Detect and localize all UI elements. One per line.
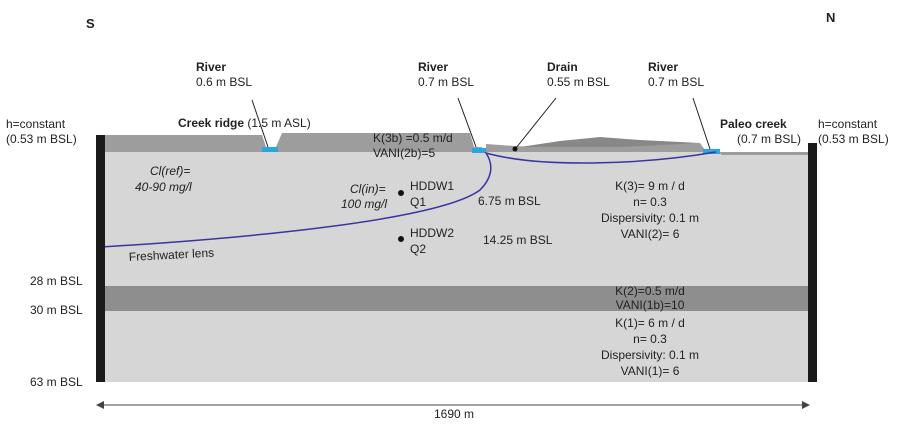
- upper-dispersivity: Dispersivity: 0.1 m: [601, 211, 699, 225]
- top-layer-vani: VANI(2b)=5: [373, 146, 435, 160]
- river-3-title: River: [648, 60, 678, 74]
- well-hddw1-marker: [398, 190, 404, 196]
- top-clay-layer-left: [101, 133, 482, 152]
- middle-k: K(2)=0.5 m/d: [615, 284, 685, 298]
- upper-vani: VANI(2)= 6: [621, 227, 680, 241]
- freshwater-lens-line: [100, 151, 717, 248]
- lower-aquifer: [101, 311, 809, 382]
- drain-pointer: [515, 97, 557, 149]
- lower-vani: VANI(1)= 6: [621, 364, 680, 378]
- length-arrow-left-head: [96, 401, 104, 409]
- well-hddw2-name: HDDW2: [410, 226, 454, 240]
- drain-marker: [512, 146, 518, 152]
- left-boundary-bar: [96, 135, 105, 382]
- creek-ridge-height: (1.5 m ASL): [244, 116, 311, 130]
- lower-n: n= 0.3: [633, 332, 667, 346]
- lower-k: K(1)= 6 m / d: [615, 316, 685, 330]
- creek-ridge-name: Creek ridge: [178, 116, 244, 130]
- length-arrow-right-head: [802, 401, 810, 409]
- upper-aquifer: [101, 152, 809, 286]
- drain-title: Drain: [547, 60, 578, 74]
- river-1-level: 0.6 m BSL: [196, 75, 252, 89]
- south-label: S: [86, 16, 95, 31]
- well-hddw2-marker: [398, 236, 404, 242]
- cl-in-label: Cl(in)=: [350, 182, 386, 196]
- left-boundary-level: (0.53 m BSL): [6, 132, 77, 146]
- aquitard-layer: [101, 286, 809, 311]
- creek-ridge-label: Creek ridge (1.5 m ASL): [178, 116, 311, 130]
- freshwater-lens-label: Freshwater lens: [128, 246, 214, 264]
- north-label: N: [826, 10, 835, 25]
- river-3-pointer: [692, 97, 711, 150]
- river-1-water: [262, 147, 278, 152]
- left-boundary-label: h=constant: [6, 117, 66, 131]
- top-layer-k: K(3b) =0.5 m/d: [373, 131, 453, 145]
- top-clay-layer-right: [486, 143, 809, 155]
- well-hddw2-q: Q2: [410, 242, 426, 256]
- middle-vani: VANI(1b)=10: [616, 298, 685, 312]
- dune-relief: [520, 137, 700, 147]
- lower-dispersivity: Dispersivity: 0.1 m: [601, 348, 699, 362]
- paleo-creek-level: (0.7 m BSL): [737, 132, 801, 146]
- cl-ref-label: Cl(ref)=: [150, 164, 190, 178]
- river-2-title: River: [418, 60, 448, 74]
- depth-28-label: 28 m BSL: [30, 274, 83, 288]
- drain-level: 0.55 m BSL: [547, 75, 610, 89]
- depth-30-label: 30 m BSL: [30, 303, 83, 317]
- river-1-pointer: [251, 99, 269, 148]
- river-3-water: [703, 149, 720, 154]
- cl-in-value: 100 mg/l: [341, 197, 387, 211]
- well-hddw2-depth: 14.25 m BSL: [483, 233, 553, 247]
- right-boundary-bar: [808, 143, 817, 382]
- right-boundary-label: h=constant: [818, 117, 878, 131]
- river-2-water: [472, 148, 486, 153]
- right-boundary-level: (0.53 m BSL): [818, 132, 889, 146]
- upper-k: K(3)= 9 m / d: [615, 179, 685, 193]
- river-1-title: River: [196, 60, 226, 74]
- length-label: 1690 m: [434, 407, 474, 421]
- depth-63-label: 63 m BSL: [30, 375, 83, 389]
- upper-n: n= 0.3: [633, 195, 667, 209]
- river-2-pointer: [457, 97, 477, 148]
- well-hddw1-name: HDDW1: [410, 179, 454, 193]
- well-hddw1-q: Q1: [410, 195, 426, 209]
- river-2-level: 0.7 m BSL: [418, 75, 474, 89]
- well-hddw1-depth: 6.75 m BSL: [478, 194, 541, 208]
- paleo-creek-name: Paleo creek: [720, 117, 787, 131]
- river-3-level: 0.7 m BSL: [648, 75, 704, 89]
- cl-ref-value: 40-90 mg/l: [135, 180, 192, 194]
